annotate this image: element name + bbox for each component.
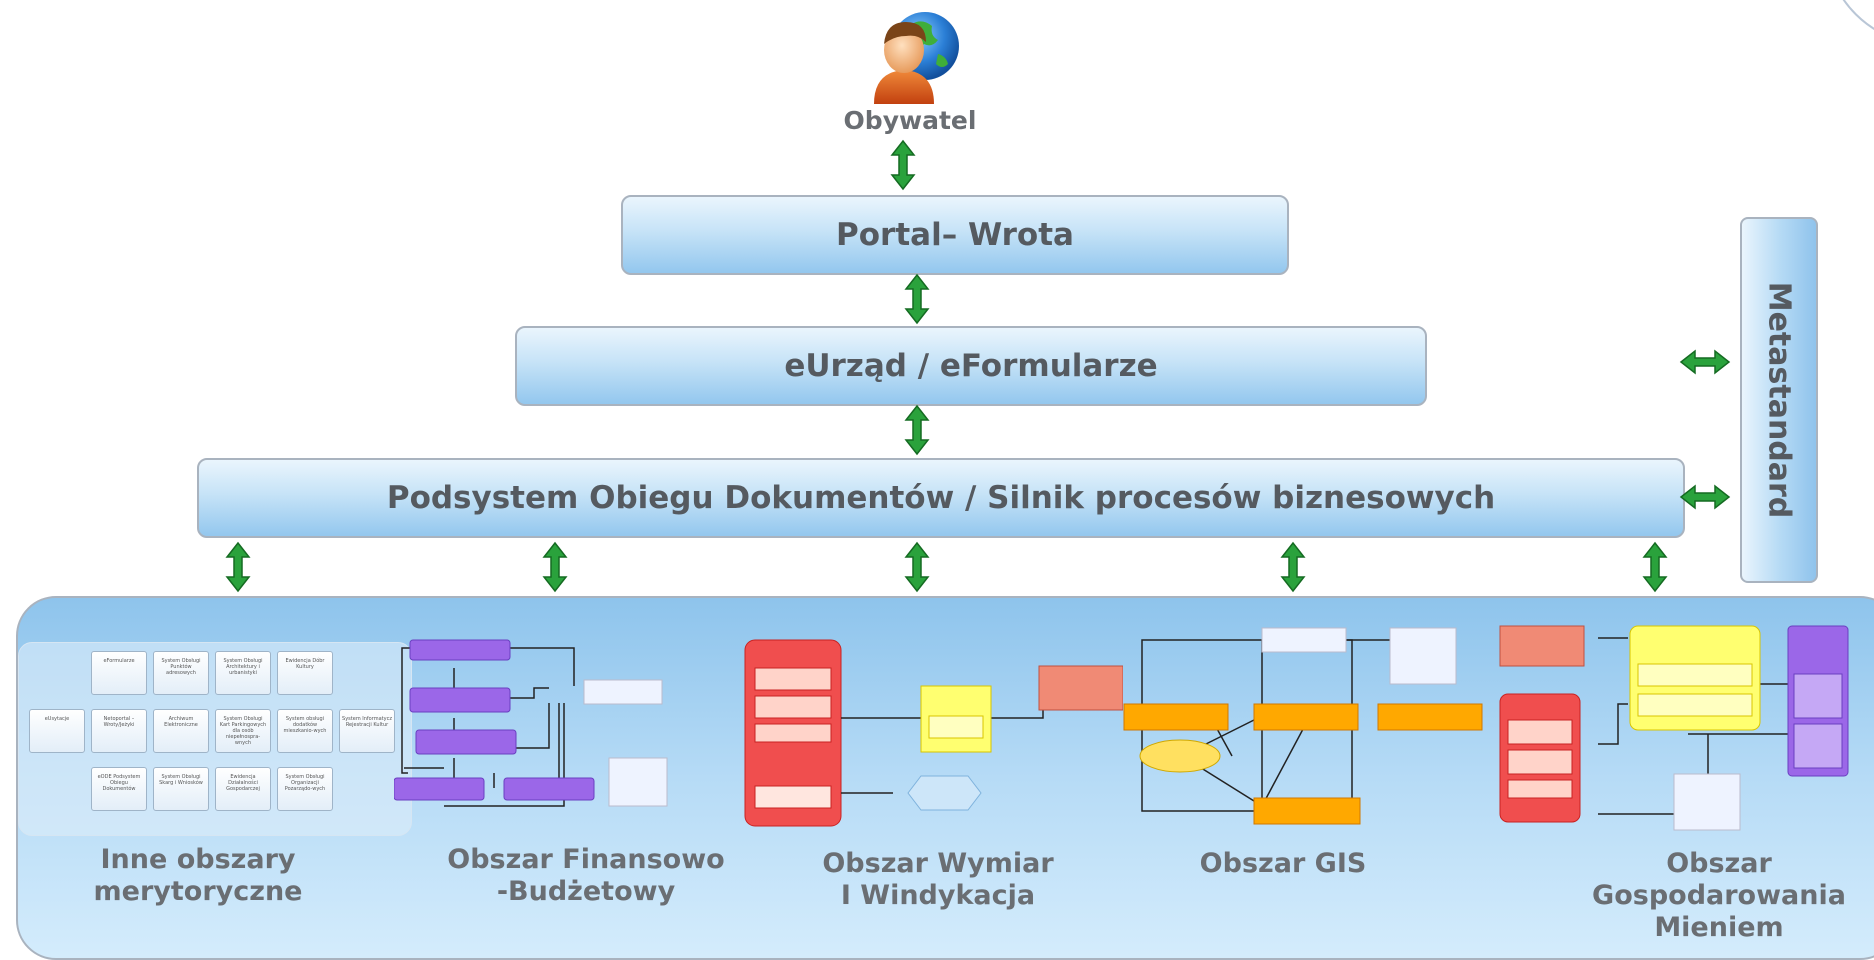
inne-tile: System Obsługi Punktów adresowych	[153, 651, 209, 695]
citizen-globe-icon	[874, 12, 959, 104]
arrow-portal-eurzad	[905, 274, 929, 324]
area-label-line: Obszar GIS	[1199, 848, 1367, 879]
area-label-gis: Obszar GIS	[1168, 848, 1398, 880]
arrow-citizen-portal	[891, 140, 915, 190]
podsystem-tier: Podsystem Obiegu Dokumentów / Silnik pro…	[197, 458, 1685, 538]
area-label-line: merytoryczne	[93, 876, 303, 907]
area-label-line: Obszar	[1666, 848, 1772, 879]
inne-tile: eUsytacje	[29, 709, 85, 753]
gospodarowanie-mieniem-thumbnail	[1499, 625, 1849, 831]
area-label-line: I Windykacja	[840, 880, 1036, 911]
inne-tile: System Obsługi Architektury i urbanistyk…	[215, 651, 271, 695]
inne-tile: eODE Podsystem Obiegu Dokumentów	[91, 767, 147, 811]
wymiar-windykacja-thumbnail	[744, 639, 1123, 827]
area-label-line: Inne obszary	[100, 844, 296, 875]
inne-tile: Archiwum Elektroniczne	[153, 709, 209, 753]
inne-tile: System Obsługi Skarg i Wniosków	[153, 767, 209, 811]
inne-tile: System obsługi dodatków mieszkanio-wych	[277, 709, 333, 753]
arrow-eurzad-metastandard	[1680, 350, 1730, 374]
citizen-label: Obywatel	[843, 106, 977, 135]
area-label-wymiar: Obszar Wymiar I Windykacja	[808, 848, 1068, 912]
portal-label: Portal– Wrota	[836, 217, 1074, 253]
eurzad-tier: eUrząd / eFormularze	[515, 326, 1427, 406]
area-label-line: Mieniem	[1654, 912, 1784, 943]
gis-thumbnail	[1123, 627, 1483, 825]
area-label-finansowo: Obszar Finansowo -Budżetowy	[436, 844, 736, 908]
portal-tier: Portal– Wrota	[621, 195, 1289, 275]
inne-tile: System Obsługi Kart Parkingowych dla osó…	[215, 709, 271, 753]
metastandard-bar: Metastandard	[1740, 217, 1818, 583]
finansowo-budzetowy-thumbnail	[394, 639, 668, 807]
inne-tile: eFormularze	[91, 651, 147, 695]
inne-tile: Ewidencja Dóbr Kultury	[277, 651, 333, 695]
inne-tile: System Obsługi Organizacji Pozarządo-wyc…	[277, 767, 333, 811]
inne-tile: Ewidencja Działalności Gospodarczej	[215, 767, 271, 811]
arrow-podsystem-inne	[226, 542, 250, 592]
podsystem-label: Podsystem Obiegu Dokumentów / Silnik pro…	[386, 480, 1496, 516]
arrow-podsystem-gis	[1281, 542, 1305, 592]
eurzad-label: eUrząd / eFormularze	[784, 348, 1158, 384]
area-label-line: Obszar Wymiar	[822, 848, 1054, 879]
arrow-eurzad-podsystem	[905, 405, 929, 455]
arrow-podsystem-metastandard	[1680, 485, 1730, 509]
arrow-podsystem-finansowo	[543, 542, 567, 592]
area-label-inne: Inne obszary merytoryczne	[58, 844, 338, 908]
area-label-gospodarowanie: Obszar Gospodarowania Mieniem	[1584, 848, 1854, 944]
arrow-podsystem-gospodarowanie	[1643, 542, 1667, 592]
area-label-line: -Budżetowy	[496, 876, 676, 907]
arrow-podsystem-wymiar	[905, 542, 929, 592]
inne-tile: System Informatycz Rejestracji Kultur	[339, 709, 395, 753]
inne-tile: Netoportal – Wroty/Jeżyki	[91, 709, 147, 753]
area-label-line: Gospodarowania	[1592, 880, 1846, 911]
area-label-line: Obszar Finansowo	[447, 844, 725, 875]
